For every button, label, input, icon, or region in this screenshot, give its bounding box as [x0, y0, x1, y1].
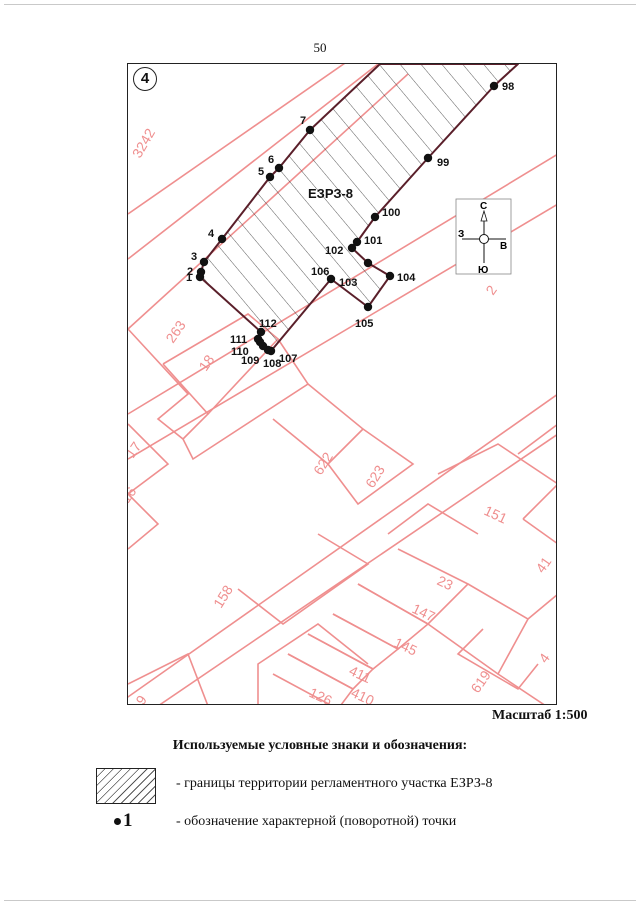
point-number: 109	[241, 355, 259, 367]
cadastral-label: 147	[410, 600, 438, 624]
point-number: 3	[191, 251, 197, 263]
legend-point-number: 1	[123, 810, 133, 831]
turning-point: 98	[489, 81, 514, 93]
compass-north: С	[480, 201, 487, 212]
sheet-number-badge: 4	[133, 67, 157, 91]
point-number: 98	[502, 81, 514, 93]
point-number: 2	[187, 266, 193, 278]
legend-hatch-swatch	[96, 768, 156, 804]
point-dot-icon	[385, 271, 395, 281]
point-dot-icon	[114, 818, 121, 826]
cadastral-label: 410	[349, 684, 377, 705]
point-dot-icon	[489, 81, 499, 91]
point-dot-icon	[326, 274, 336, 284]
turning-point: 103	[339, 258, 373, 289]
point-number: 103	[339, 277, 357, 289]
cadastral-label: 23	[435, 572, 456, 593]
cadastral-label: 263	[162, 317, 189, 345]
compass-rose: С Ю В З	[455, 198, 512, 276]
point-number: 106	[311, 266, 329, 278]
cadastral-label: 619	[467, 667, 494, 695]
turning-point: 101	[352, 235, 382, 247]
cadastral-label: 3242	[129, 125, 159, 160]
legend-point-sample: 1	[114, 810, 133, 832]
point-dot-icon	[256, 327, 266, 337]
zone-label: ЕЗРЗ-8	[308, 186, 353, 201]
point-number: 111	[230, 334, 247, 346]
scale-label: Масштаб 1:500	[492, 708, 588, 723]
point-dot-icon	[370, 212, 380, 222]
point-number: 104	[397, 272, 416, 284]
turning-point: 112	[256, 318, 277, 337]
point-number: 101	[364, 235, 382, 247]
cadastral-label: 17	[128, 439, 145, 461]
point-dot-icon	[196, 267, 206, 277]
point-number: 108	[263, 358, 281, 370]
point-dot-icon	[363, 258, 373, 268]
point-dot-icon	[217, 234, 227, 244]
point-dot-icon	[352, 237, 362, 247]
point-number: 4	[208, 228, 215, 240]
point-number: 5	[258, 166, 264, 178]
legend-point-text: - обозначение характерной (поворотной) т…	[176, 814, 457, 829]
cadastral-label: 151	[482, 502, 510, 526]
point-number: 110	[231, 346, 249, 358]
cadastral-label: 16	[128, 484, 140, 506]
turning-point: 109	[241, 341, 268, 367]
turning-point: 3	[191, 251, 209, 267]
cadastral-label: 623	[362, 462, 388, 490]
turning-point: 104	[385, 271, 416, 284]
point-dot-icon	[363, 302, 373, 312]
cadastral-label: 411	[347, 662, 374, 686]
point-number: 112	[259, 318, 277, 330]
point-number: 7	[300, 115, 306, 127]
page-frame	[4, 4, 636, 901]
cadastral-label: 4	[535, 650, 553, 666]
compass-west: З	[458, 229, 464, 240]
point-dot-icon	[265, 172, 275, 182]
turning-point: 105	[355, 302, 373, 330]
cadastral-label: 145	[392, 634, 420, 658]
cadastral-label: 126	[307, 684, 335, 705]
compass-east: В	[500, 241, 507, 252]
turning-point: 7	[300, 115, 315, 135]
point-number: 102	[325, 245, 343, 257]
point-number: 99	[437, 157, 449, 169]
turning-point: 2	[187, 266, 206, 278]
turning-point: 99	[423, 153, 449, 169]
turning-point: 106	[311, 266, 336, 284]
legend-title: Используемые условные знаки и обозначени…	[172, 738, 468, 753]
point-number: 107	[279, 353, 297, 365]
point-number: 6	[268, 154, 274, 166]
page-number: 50	[313, 40, 327, 55]
cadastral-label: 158	[210, 582, 236, 610]
point-number: 1	[186, 272, 192, 284]
point-number: 100	[382, 207, 400, 219]
point-dot-icon	[347, 243, 357, 253]
point-dot-icon	[305, 125, 315, 135]
point-dot-icon	[274, 163, 284, 173]
turning-point: 4	[208, 228, 227, 244]
point-dot-icon	[253, 334, 263, 344]
point-dot-icon	[199, 257, 209, 267]
point-dot-icon	[423, 153, 433, 163]
turning-point: 5	[258, 166, 275, 182]
turning-point: 100	[370, 207, 400, 222]
legend-hatch-text: - границы территории регламентного участ…	[176, 776, 493, 791]
point-number: 105	[355, 318, 373, 330]
cadastral-label: 2	[482, 282, 500, 298]
turning-point: 6	[268, 154, 284, 173]
cadastral-label: 9	[132, 692, 150, 705]
turning-point: 111	[230, 334, 263, 346]
cadastral-label: 41	[532, 554, 554, 576]
compass-south: Ю	[478, 265, 488, 276]
turning-point: 102	[325, 243, 357, 257]
